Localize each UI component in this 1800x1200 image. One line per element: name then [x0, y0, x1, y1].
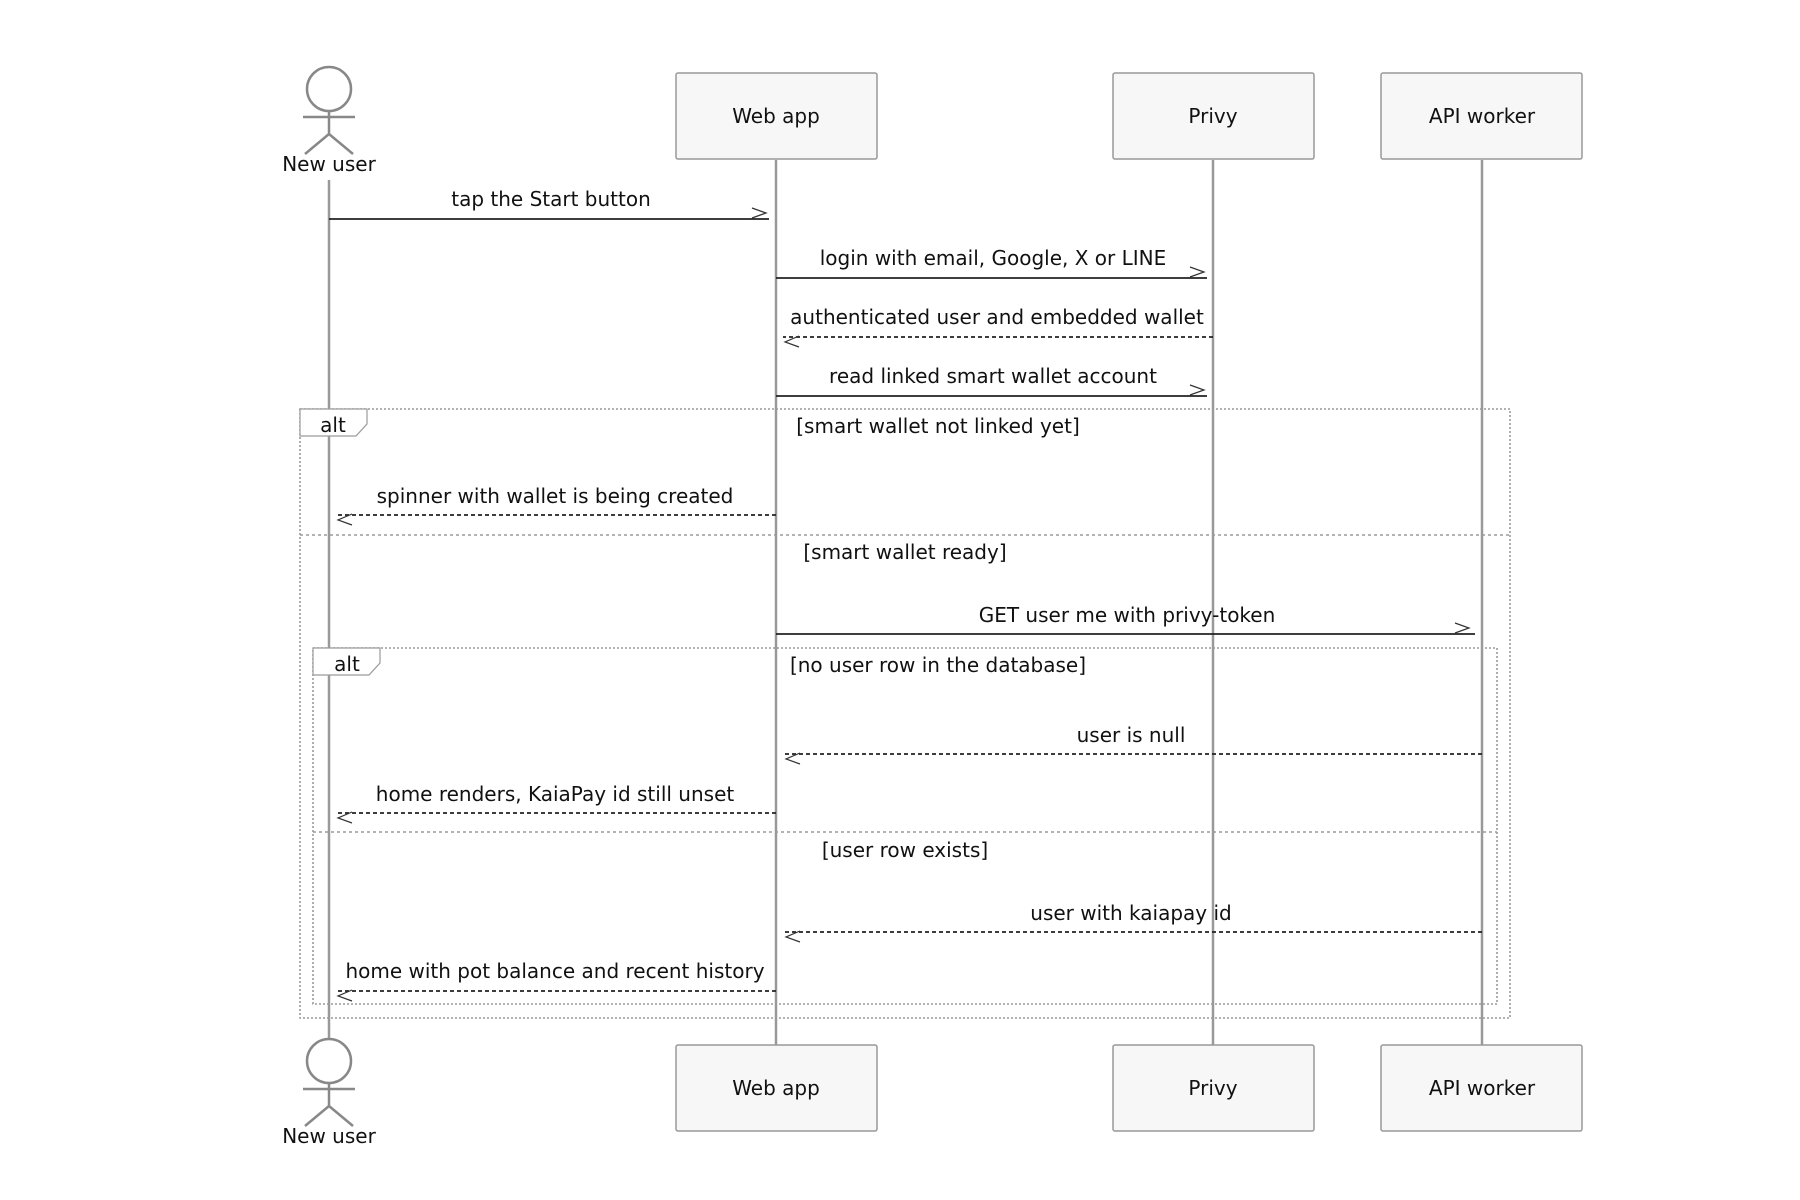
message-label: tap the Start button: [451, 187, 651, 211]
message: home with pot balance and recent history: [336, 959, 776, 1002]
actor-new-user-bottom: New user: [282, 1037, 377, 1148]
participant-label: Privy: [1188, 1076, 1237, 1100]
participant-api-worker-top: API worker: [1380, 72, 1583, 160]
alt-label: alt: [320, 413, 346, 437]
alt-fragment-inner: alt [no user row in the database] [user …: [312, 647, 1498, 1005]
message: user with kaiapay id: [783, 901, 1482, 943]
message-label: home renders, KaiaPay id still unset: [376, 782, 735, 806]
message: user is null: [783, 723, 1482, 765]
message: login with email, Google, X or LINE: [776, 246, 1207, 279]
participant-web-app-top: Web app: [675, 72, 878, 160]
participant-label: API worker: [1429, 104, 1536, 128]
message: home renders, KaiaPay id still unset: [336, 782, 776, 824]
message-label: GET user me with privy-token: [979, 603, 1276, 627]
message-label: authenticated user and embedded wallet: [790, 305, 1204, 329]
actor-label-bottom: New user: [282, 1124, 376, 1148]
actor-new-user-top: New user: [282, 65, 377, 176]
actor-label-top: New user: [282, 152, 376, 176]
alt-condition: [user row exists]: [822, 838, 988, 862]
participant-privy-top: Privy: [1112, 72, 1315, 160]
message: authenticated user and embedded wallet: [783, 305, 1213, 348]
alt-condition: [smart wallet ready]: [803, 540, 1006, 564]
participant-label: Web app: [732, 104, 820, 128]
message-label: user is null: [1077, 723, 1186, 747]
message-label: login with email, Google, X or LINE: [820, 246, 1167, 270]
message-label: user with kaiapay id: [1030, 901, 1231, 925]
participant-web-app-bottom: Web app: [675, 1044, 878, 1132]
message-label: home with pot balance and recent history: [345, 959, 764, 983]
participant-label: Privy: [1188, 104, 1237, 128]
message-label: spinner with wallet is being created: [377, 484, 734, 508]
alt-condition: [smart wallet not linked yet]: [796, 414, 1080, 438]
participant-label: Web app: [732, 1076, 820, 1100]
message: spinner with wallet is being created: [336, 484, 776, 526]
message: read linked smart wallet account: [776, 364, 1207, 397]
alt-fragment-outer: alt [smart wallet not linked yet] [smart…: [299, 408, 1511, 1019]
participant-privy-bottom: Privy: [1112, 1044, 1315, 1132]
participant-api-worker-bottom: API worker: [1380, 1044, 1583, 1132]
message: tap the Start button: [329, 187, 769, 220]
message: GET user me with privy-token: [776, 603, 1475, 635]
participant-label: API worker: [1429, 1076, 1536, 1100]
alt-condition: [no user row in the database]: [790, 653, 1086, 677]
alt-label: alt: [334, 652, 360, 676]
message-label: read linked smart wallet account: [829, 364, 1157, 388]
